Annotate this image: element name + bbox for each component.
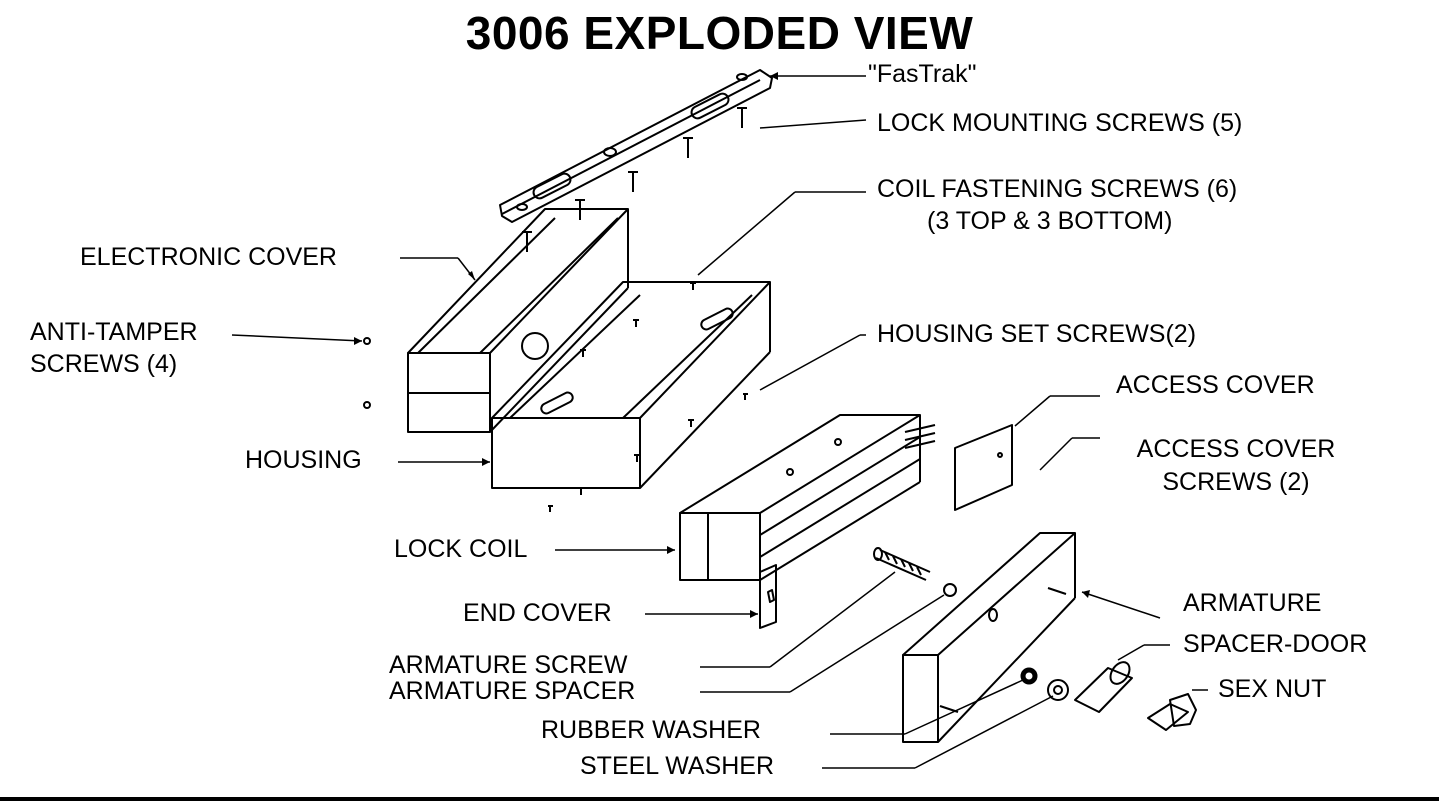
armature xyxy=(902,532,1076,743)
fastrak-plate xyxy=(499,69,773,223)
steel-washer-label: STEEL WASHER xyxy=(580,752,775,780)
sex-nut-part xyxy=(1147,693,1197,731)
armature-spacer-part xyxy=(943,583,957,597)
end-cover xyxy=(759,564,777,629)
bottom-rule xyxy=(0,797,1439,801)
electronic-cover-label: ELECTRONIC COVER xyxy=(80,243,337,271)
steel-washer-part xyxy=(1047,679,1069,701)
lock-coil-label: LOCK COIL xyxy=(394,535,528,563)
spacer-door-label: SPACER-DOOR xyxy=(1183,630,1368,658)
anti-tamper-sublabel: SCREWS (4) xyxy=(30,350,178,378)
rubber-washer-part xyxy=(1020,667,1038,685)
coil-fastening-screws-label: COIL FASTENING SCREWS (6) xyxy=(877,175,1238,203)
housing-set-screws-label: HOUSING SET SCREWS(2) xyxy=(877,320,1197,348)
lock-coil xyxy=(679,414,936,581)
armature-spacer-label: ARMATURE SPACER xyxy=(389,677,636,705)
leader-lines xyxy=(231,75,1208,769)
small-screws xyxy=(548,282,748,512)
housing-label: HOUSING xyxy=(245,446,362,474)
sex-nut-label: SEX NUT xyxy=(1218,675,1327,703)
anti-tamper-screws xyxy=(363,337,371,409)
access-cover-screws-label: ACCESS COVER xyxy=(1136,435,1336,463)
electronic-cover xyxy=(407,208,629,433)
lock-mounting-screws xyxy=(522,107,747,252)
arrow-heads xyxy=(354,72,1090,618)
end-cover-label: END COVER xyxy=(463,599,612,627)
anti-tamper-label: ANTI-TAMPER xyxy=(30,318,198,346)
diagram-title: 3006 EXPLODED VIEW xyxy=(465,7,974,59)
housing xyxy=(491,281,771,489)
armature-label: ARMATURE xyxy=(1183,589,1322,617)
access-cover-screws-sublabel: SCREWS (2) xyxy=(1162,468,1310,496)
coil-fastening-screws-sublabel: (3 TOP & 3 BOTTOM) xyxy=(927,207,1173,235)
fastrak-label: "FasTrak" xyxy=(868,60,977,88)
lock-mounting-screws-label: LOCK MOUNTING SCREWS (5) xyxy=(877,109,1243,137)
armature-screw xyxy=(873,547,931,581)
rubber-washer-label: RUBBER WASHER xyxy=(541,716,761,744)
armature-screw-label: ARMATURE SCREW xyxy=(389,651,628,679)
spacer-door-part xyxy=(1074,661,1133,713)
access-cover xyxy=(954,424,1013,511)
access-cover-label: ACCESS COVER xyxy=(1116,371,1315,399)
